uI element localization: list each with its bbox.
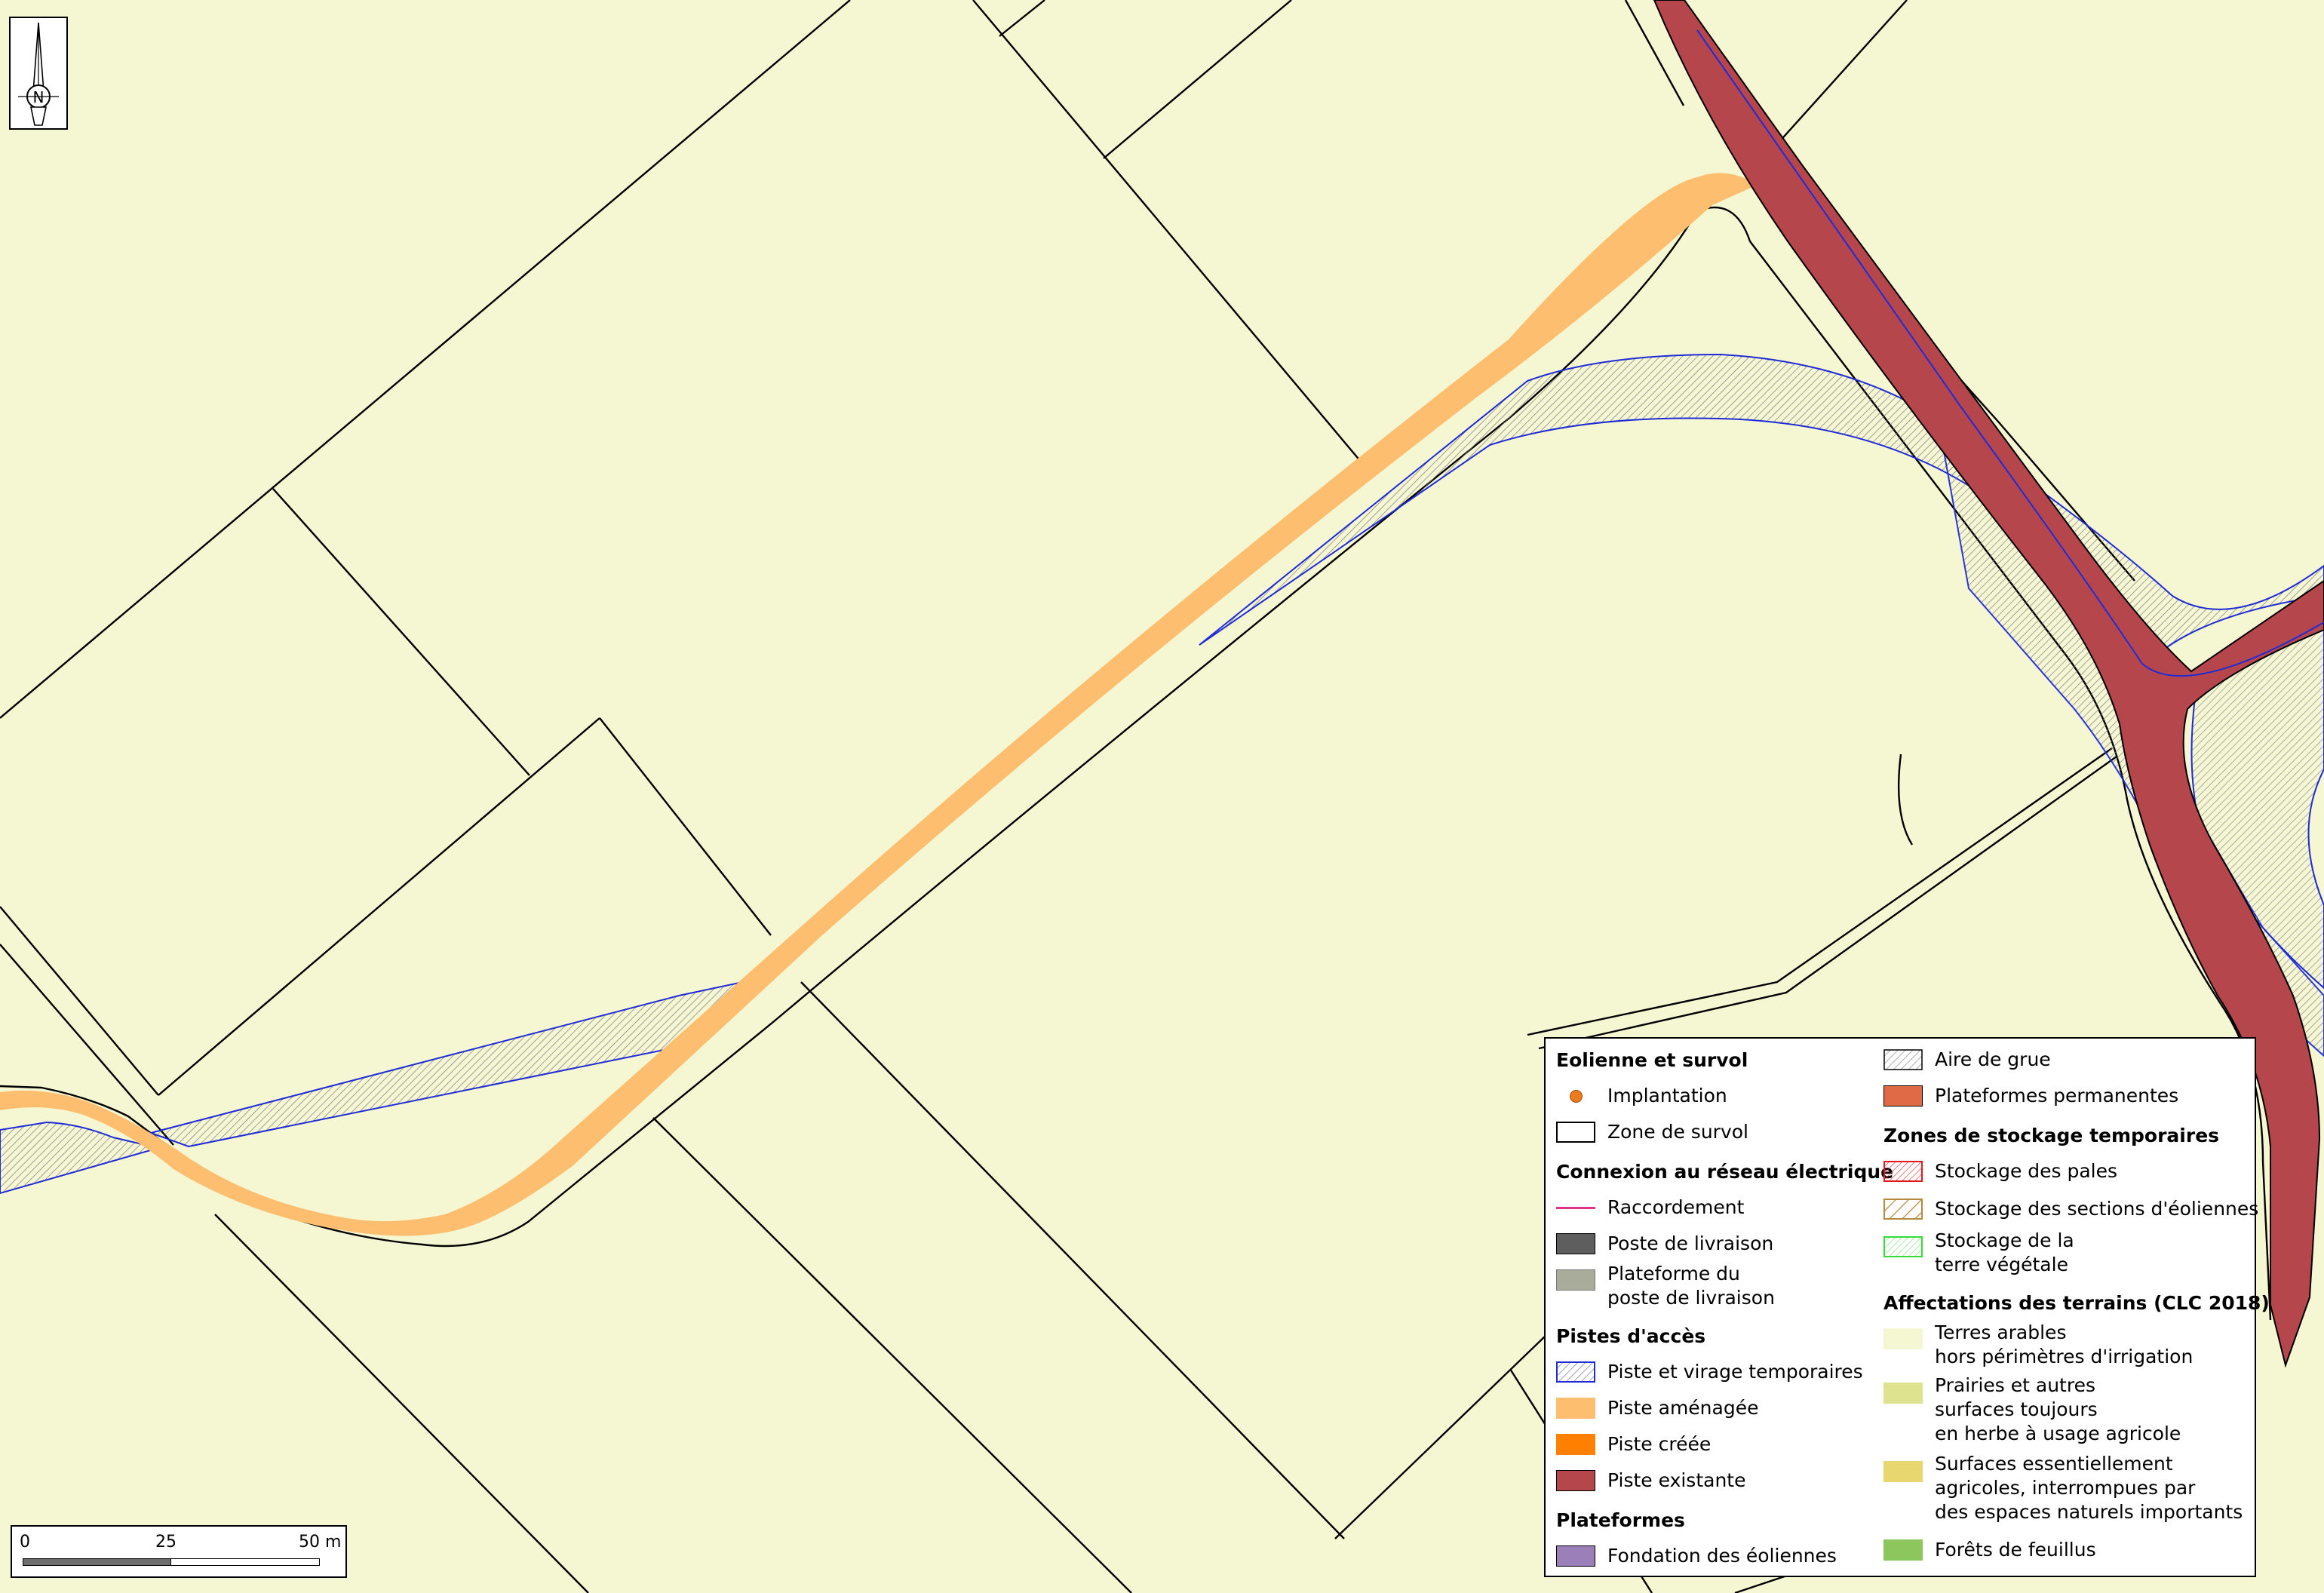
scale-label-50: 50 m <box>299 1533 342 1552</box>
scale-label-0: 0 <box>20 1533 30 1552</box>
stockage-terre-swatch <box>1883 1236 1923 1257</box>
piste-amenagee-swatch <box>1556 1398 1595 1419</box>
legend-title-eolienne: Eolienne et survol <box>1556 1049 1748 1071</box>
piste-amenagee <box>0 173 1758 1236</box>
fondation-swatch <box>1556 1545 1595 1567</box>
forets-swatch <box>1883 1539 1923 1561</box>
implantation-icon <box>1556 1085 1595 1107</box>
stockage-pales-swatch <box>1883 1161 1923 1182</box>
legend-title-plateformes: Plateformes <box>1556 1509 1685 1531</box>
scale-segment-1 <box>23 1558 172 1566</box>
surfaces-agricoles-swatch <box>1883 1461 1923 1482</box>
scale-label-25: 25 <box>155 1533 177 1552</box>
zone-survol-swatch <box>1556 1122 1595 1143</box>
scale-bar: 0 25 50 m <box>11 1525 347 1578</box>
piste-existante-swatch <box>1556 1470 1595 1491</box>
prairies-swatch <box>1883 1383 1923 1404</box>
piste-temporaire-swatch <box>1556 1361 1595 1383</box>
plateforme-poste-swatch <box>1556 1269 1595 1291</box>
north-arrow-icon: N <box>18 22 59 126</box>
poste-livraison-swatch <box>1556 1233 1595 1254</box>
aire-grue-swatch <box>1883 1049 1923 1070</box>
stockage-sections-swatch <box>1883 1199 1923 1220</box>
scale-segment-2 <box>170 1558 320 1566</box>
piste-creee-swatch <box>1556 1434 1595 1455</box>
piste-existante-blue-edge <box>1696 29 2324 677</box>
north-arrow: N <box>9 17 68 130</box>
terres-arables-swatch <box>1883 1328 1923 1349</box>
legend-title-stockage: Zones de stockage temporaires <box>1883 1125 2220 1146</box>
legend-title-pistes: Pistes d'accès <box>1556 1325 1706 1347</box>
plateformes-permanentes-swatch <box>1883 1085 1923 1107</box>
legend-title-connexion: Connexion au réseau électrique <box>1556 1161 1894 1183</box>
piste-existante <box>1653 0 2324 1368</box>
north-label: N <box>33 88 45 106</box>
raccordement-icon <box>1556 1197 1595 1218</box>
legend-title-affectations: Affectations des terrains (CLC 2018) <box>1883 1292 2270 1314</box>
legend: Eolienne et survol Implantation Zone de … <box>1544 1037 2270 1577</box>
